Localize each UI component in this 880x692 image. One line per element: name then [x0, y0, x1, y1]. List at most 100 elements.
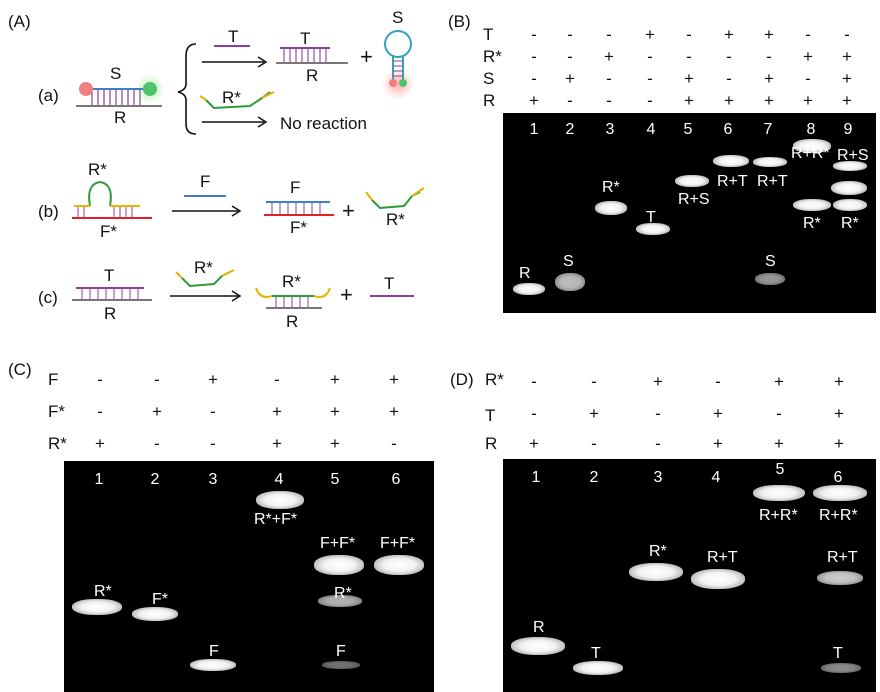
- lane-number: 3: [605, 121, 615, 138]
- gel-c: 1 2 3 4 5 6 R* F* F R*+F* F+F* F+F* R* F: [64, 461, 434, 692]
- gel-band: [833, 199, 867, 211]
- product-t-label: T: [300, 29, 311, 48]
- lane-number: 4: [274, 471, 284, 488]
- sign-cell: +: [330, 434, 340, 453]
- lane-number: 6: [723, 121, 733, 138]
- panel-c-label: (C): [8, 360, 32, 379]
- sign-cell: +: [803, 47, 813, 66]
- lane-number: 6: [833, 469, 843, 486]
- lane-number: 1: [531, 469, 541, 486]
- plus-sign: +: [360, 44, 373, 69]
- sign-cell: +: [764, 25, 774, 44]
- b-plus-sign: +: [342, 198, 355, 223]
- gel-band: [322, 661, 360, 669]
- sign-cell: -: [567, 47, 573, 66]
- sign-cell: -: [606, 69, 612, 88]
- lane-number: 3: [208, 471, 218, 488]
- lane-number: 3: [653, 469, 663, 486]
- gel-band: [817, 571, 863, 585]
- hairpin-s-label: S: [392, 8, 404, 27]
- sign-cell: +: [834, 372, 844, 391]
- c-r-label: R: [104, 304, 117, 323]
- sign-cell: +: [529, 91, 539, 110]
- panel-a-b-label: (b): [38, 202, 59, 221]
- band-label: R*: [803, 215, 821, 232]
- gel-band: [573, 661, 623, 675]
- sign-cell: -: [655, 434, 661, 453]
- lane-number: 6: [391, 471, 401, 488]
- c-row-label: F*: [48, 402, 65, 421]
- sign-cell: +: [208, 370, 218, 389]
- lane-number: 5: [683, 121, 693, 138]
- band-label: R*: [94, 583, 112, 600]
- band-label: R+T: [757, 173, 788, 190]
- gel-band: [675, 175, 709, 187]
- gel-band: [511, 637, 565, 655]
- sign-cell: -: [591, 372, 597, 391]
- band-label: R*: [602, 179, 620, 196]
- sign-cell: -: [531, 404, 537, 423]
- sign-cell: +: [774, 372, 784, 391]
- band-label: F+F*: [380, 535, 416, 552]
- band-label: F+F*: [320, 535, 356, 552]
- b-rstar-label: R*: [88, 160, 107, 179]
- sign-cell: -: [531, 47, 537, 66]
- sign-cell: -: [715, 372, 721, 391]
- b-row-label: S: [483, 69, 495, 88]
- sign-cell: -: [655, 404, 661, 423]
- band-label: T: [591, 645, 601, 662]
- band-label: R: [533, 619, 545, 636]
- sign-cell: -: [805, 69, 811, 88]
- sign-cell: -: [97, 370, 103, 389]
- gel-band: [256, 491, 304, 509]
- sign-cell: -: [766, 47, 772, 66]
- sign-cell: -: [591, 434, 597, 453]
- sign-cell: +: [834, 404, 844, 423]
- sign-cell: +: [529, 434, 539, 453]
- rstar-label: R*: [222, 88, 241, 107]
- band-label: T: [833, 645, 843, 662]
- c-rstar2-label: R*: [282, 272, 301, 291]
- sign-cell: +: [724, 25, 734, 44]
- gel-band: [318, 595, 362, 607]
- gel-band: [629, 563, 683, 581]
- band-label: R+R*: [759, 507, 798, 524]
- band-label: R*+F*: [254, 511, 298, 528]
- sign-cell: +: [653, 372, 663, 391]
- sign-cell: -: [647, 91, 653, 110]
- sign-cell: +: [842, 91, 852, 110]
- sign-cell: -: [606, 91, 612, 110]
- sign-cell: +: [684, 91, 694, 110]
- band-label: F: [209, 643, 219, 660]
- gel-band: [132, 607, 178, 621]
- sign-cell: -: [606, 25, 612, 44]
- sign-cell: +: [842, 47, 852, 66]
- gel-band: [753, 157, 787, 167]
- gel-band: [595, 201, 627, 215]
- band-label: F: [336, 643, 346, 660]
- strand-r-label: R: [114, 108, 127, 127]
- sign-cell: -: [844, 25, 850, 44]
- sign-cell: +: [834, 434, 844, 453]
- band-label: T: [646, 209, 656, 226]
- sign-cell: -: [726, 69, 732, 88]
- band-label: R+R*: [791, 145, 830, 162]
- panel-b-label: (B): [448, 12, 471, 31]
- gel-band: [821, 663, 861, 673]
- duplex-f-fstar: [264, 201, 334, 216]
- no-reaction-label: No reaction: [280, 114, 367, 133]
- c-r2-label: R: [286, 312, 299, 331]
- sign-cell: -: [210, 402, 216, 421]
- band-label: R*: [334, 585, 352, 602]
- gel-band: [190, 659, 236, 671]
- band-label: R: [519, 265, 531, 282]
- gel-d: 1 2 3 4 5 6 R T R* R+T R+R* R+R* R+T T: [503, 459, 876, 692]
- sign-cell: +: [389, 370, 399, 389]
- gel-band: [555, 273, 585, 291]
- gel-band: [793, 199, 831, 211]
- duplex-s-r: [76, 74, 165, 107]
- product-r-label: R: [306, 66, 319, 85]
- band-label: R*: [649, 543, 667, 560]
- band-label: F*: [152, 591, 168, 608]
- sign-cell: +: [764, 69, 774, 88]
